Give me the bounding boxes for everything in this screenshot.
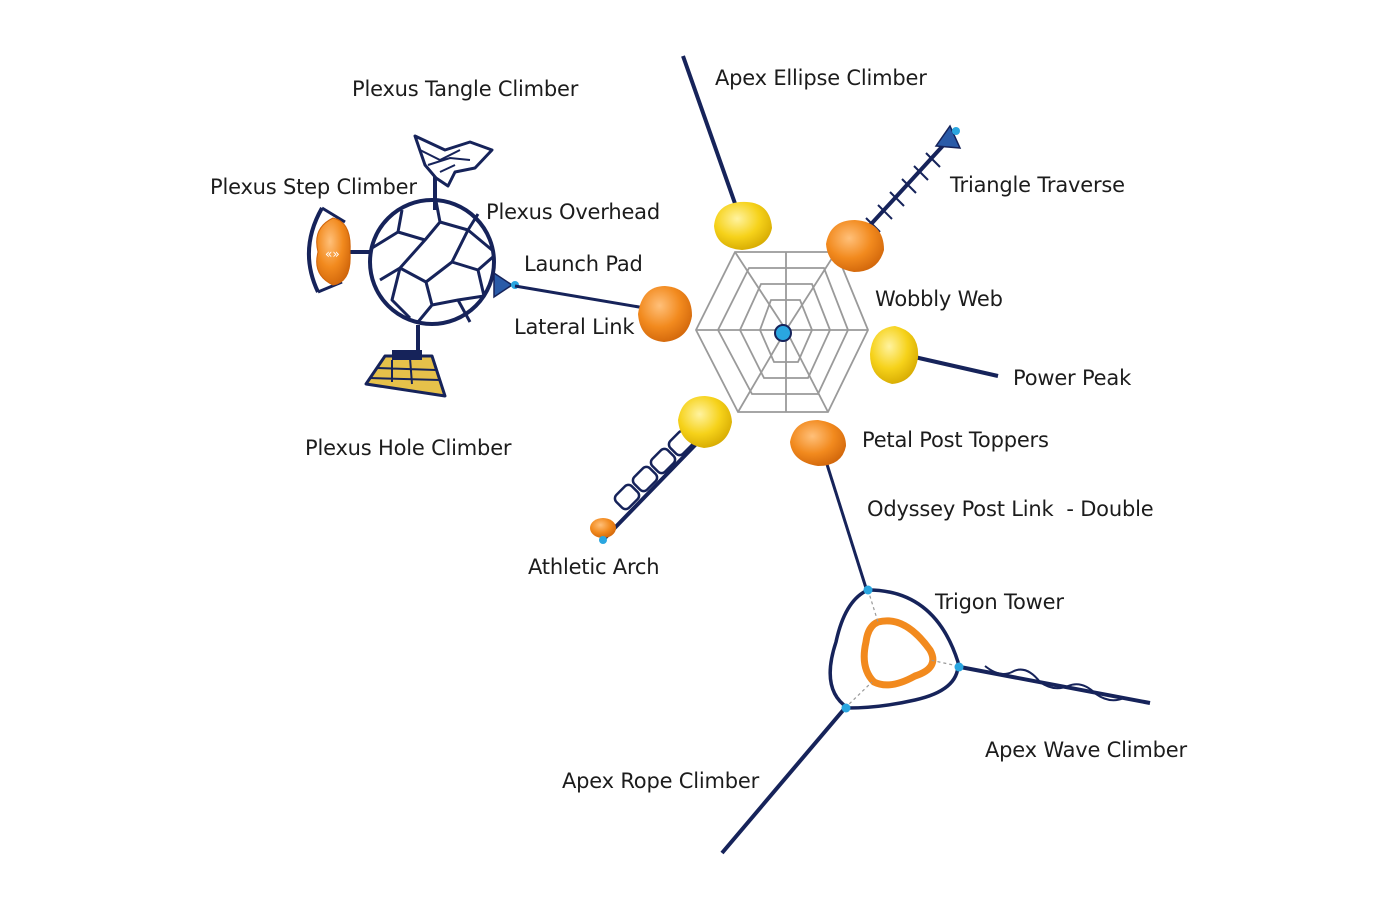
label-apex-rope-climber: Apex Rope Climber xyxy=(562,769,760,793)
wobbly-web-center xyxy=(774,324,792,342)
label-trigon-tower: Trigon Tower xyxy=(934,590,1064,614)
triangle-traverse-icon xyxy=(860,124,962,236)
wobbly-web-net xyxy=(694,251,869,413)
plexus-tangle-climber-icon xyxy=(413,134,494,188)
plexus-step-climber-icon: «» xyxy=(307,206,351,294)
label-plexus-tangle-climber: Plexus Tangle Climber xyxy=(352,77,579,101)
label-apex-wave-climber: Apex Wave Climber xyxy=(985,738,1188,762)
plexus-group: «» xyxy=(307,134,646,398)
label-launch-pad: Launch Pad xyxy=(524,252,643,276)
svg-text:«»: «» xyxy=(325,247,340,261)
trigon-node-right xyxy=(954,662,964,672)
trigon-node-left xyxy=(841,703,851,713)
odyssey-post-link-double xyxy=(823,457,868,589)
petal-post-topper-yellow-top xyxy=(714,201,772,250)
athletic-arch-icon xyxy=(590,429,702,544)
launch-pad-icon xyxy=(493,271,519,299)
trigon-tower-inner-ring xyxy=(860,617,937,689)
plexus-hole-climber-icon xyxy=(364,350,447,398)
plexus-overhead-net xyxy=(368,198,496,326)
trigon-tower-group xyxy=(720,585,1151,855)
label-odyssey-post-link-double: Odyssey Post Link - Double xyxy=(867,497,1153,521)
apex-ellipse-climber-pole xyxy=(681,55,740,213)
petal-post-topper-orange-topright xyxy=(826,220,884,272)
petal-post-topper-yellow-bottomleft xyxy=(678,396,732,448)
label-athletic-arch: Athletic Arch xyxy=(528,555,659,579)
petal-post-topper-orange-left xyxy=(638,286,692,342)
label-triangle-traverse: Triangle Traverse xyxy=(949,173,1125,197)
label-petal-post-toppers: Petal Post Toppers xyxy=(862,428,1049,452)
lateral-link-bar xyxy=(514,284,646,310)
label-wobbly-web: Wobbly Web xyxy=(875,287,1003,311)
wobbly-web-hub xyxy=(590,55,999,589)
trigon-tower-frame xyxy=(828,588,960,710)
label-apex-ellipse-climber: Apex Ellipse Climber xyxy=(715,66,927,90)
petal-post-topper-yellow-right xyxy=(870,326,919,384)
apex-rope-climber-pole xyxy=(720,706,847,855)
trigon-node-top xyxy=(863,585,873,595)
petal-post-topper-orange-bottom xyxy=(790,420,846,466)
label-plexus-step-climber: Plexus Step Climber xyxy=(210,175,417,199)
label-plexus-overhead: Plexus Overhead xyxy=(486,200,660,224)
label-plexus-hole-climber: Plexus Hole Climber xyxy=(305,436,512,460)
label-lateral-link: Lateral Link xyxy=(514,315,635,339)
labels: Plexus Tangle Climber Plexus Step Climbe… xyxy=(210,66,1188,793)
apex-wave-climber-icon xyxy=(959,665,1151,705)
power-peak-bar xyxy=(909,354,999,378)
label-power-peak: Power Peak xyxy=(1013,366,1132,390)
